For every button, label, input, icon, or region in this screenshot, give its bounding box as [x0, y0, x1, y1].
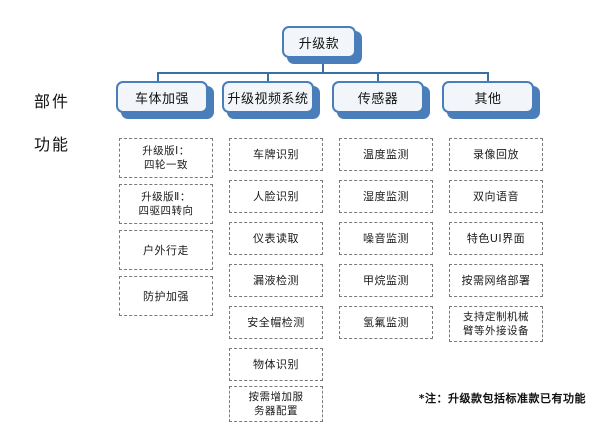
function-item[interactable]: 升级版Ⅱ：四驱四转向: [119, 184, 213, 224]
function-item[interactable]: 氢氟监测: [339, 306, 433, 339]
column-header-2-label: 升级视频系统: [227, 91, 309, 107]
connector-drop-4: [487, 72, 489, 83]
function-item[interactable]: 物体识别: [229, 348, 323, 381]
root-node-label: 升级款: [298, 36, 340, 52]
column-header-4-label: 其他: [474, 91, 502, 107]
connector-drop-2: [267, 72, 269, 83]
function-item-label: 按需增加服务器配置: [248, 391, 304, 417]
column-header-3-label: 传感器: [357, 91, 399, 107]
column-header-1-face: 车体加强: [116, 81, 208, 113]
row-label-functions: 功能: [34, 135, 71, 154]
function-item-label: 支持定制机械臂等外接设备: [463, 311, 529, 337]
function-item[interactable]: 安全帽检测: [229, 306, 323, 339]
function-item-label: 温度监测: [363, 148, 409, 161]
function-item-label: 甲烷监测: [363, 274, 409, 287]
function-item[interactable]: 升级版Ⅰ：四轮一致: [119, 138, 213, 178]
column-header-1[interactable]: 车体加强: [116, 81, 214, 119]
function-item[interactable]: 甲烷监测: [339, 264, 433, 297]
function-item[interactable]: 按需增加服务器配置: [229, 386, 323, 422]
function-item[interactable]: 温度监测: [339, 138, 433, 171]
function-item-label: 人脸识别: [253, 190, 299, 203]
function-item-label: 噪音监测: [363, 232, 409, 245]
column-header-4-face: 其他: [442, 81, 534, 113]
function-item[interactable]: 车牌识别: [229, 138, 323, 171]
function-item-label: 车牌识别: [253, 148, 299, 161]
function-item[interactable]: 户外行走: [119, 230, 213, 270]
function-item-label: 升级版Ⅱ：四驱四转向: [138, 191, 194, 217]
connector-root-stem: [322, 62, 324, 73]
function-item[interactable]: 漏液检测: [229, 264, 323, 297]
column-header-1-label: 车体加强: [134, 91, 189, 107]
column-header-3[interactable]: 传感器: [332, 81, 430, 119]
function-item-label: 户外行走: [143, 243, 189, 257]
root-node-upgrade[interactable]: 升级款: [282, 26, 362, 64]
column-header-2[interactable]: 升级视频系统: [222, 81, 320, 119]
function-item-label: 按需网络部署: [461, 274, 531, 287]
column-header-3-face: 传感器: [332, 81, 424, 113]
function-item-label: 特色UI界面: [466, 232, 526, 245]
function-item-label: 漏液检测: [253, 274, 299, 287]
footnote-text: *注：升级款包括标准款已有功能: [418, 392, 586, 405]
connector-horizontal-bus: [157, 72, 488, 74]
function-item-label: 物体识别: [253, 358, 299, 371]
function-item-label: 湿度监测: [363, 190, 409, 203]
connector-drop-3: [377, 72, 379, 83]
function-item[interactable]: 录像回放: [449, 138, 543, 171]
function-item-label: 安全帽检测: [247, 316, 305, 329]
connector-drop-1: [157, 72, 159, 83]
function-item[interactable]: 噪音监测: [339, 222, 433, 255]
function-item-label: 升级版Ⅰ：四轮一致: [142, 145, 190, 171]
function-item-label: 录像回放: [473, 148, 519, 161]
function-item[interactable]: 防护加强: [119, 276, 213, 316]
function-item-label: 防护加强: [143, 289, 189, 303]
function-item[interactable]: 特色UI界面: [449, 222, 543, 255]
function-item[interactable]: 双向语音: [449, 180, 543, 213]
function-item-label: 氢氟监测: [363, 316, 409, 329]
function-item[interactable]: 仪表读取: [229, 222, 323, 255]
function-item[interactable]: 湿度监测: [339, 180, 433, 213]
root-node-face: 升级款: [282, 26, 356, 58]
function-item[interactable]: 人脸识别: [229, 180, 323, 213]
function-item-label: 仪表读取: [253, 232, 299, 245]
row-label-parts: 部件: [34, 92, 71, 111]
function-item-label: 双向语音: [473, 190, 519, 203]
column-header-4[interactable]: 其他: [442, 81, 540, 119]
function-item[interactable]: 支持定制机械臂等外接设备: [449, 306, 543, 342]
function-item[interactable]: 按需网络部署: [449, 264, 543, 297]
column-header-2-face: 升级视频系统: [222, 81, 314, 113]
